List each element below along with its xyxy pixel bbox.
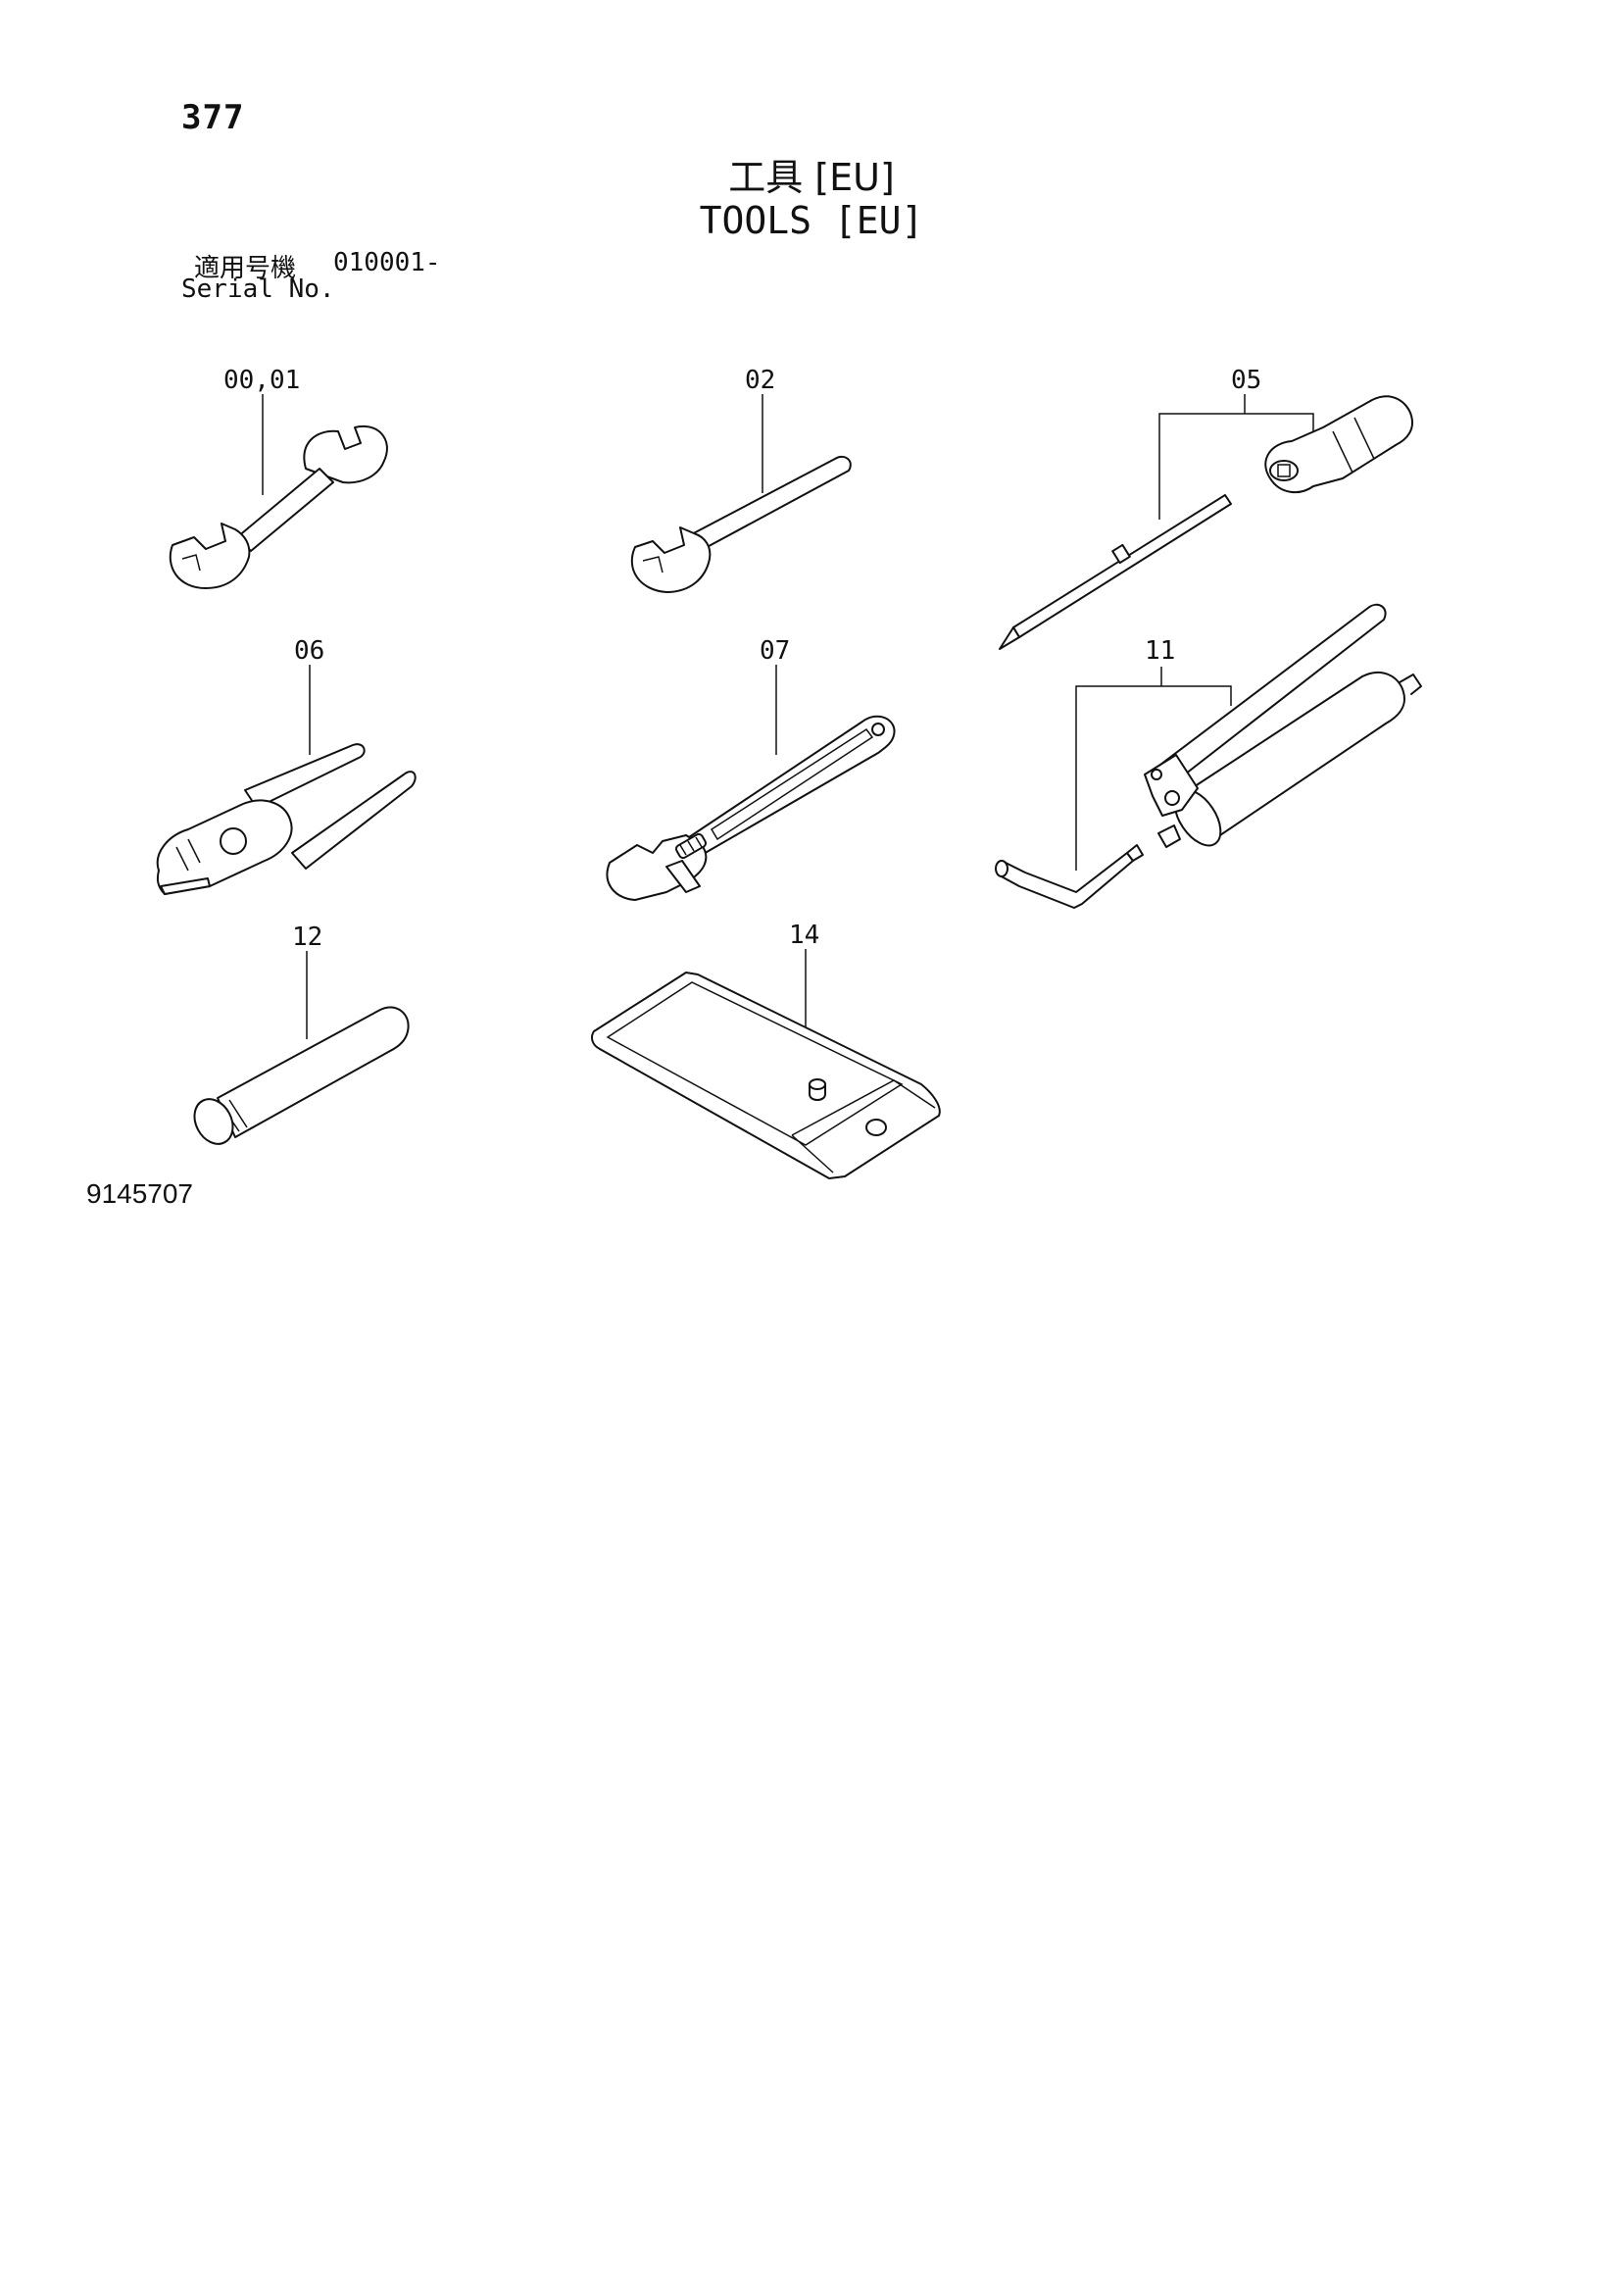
callout-11: 11 (1145, 636, 1175, 666)
part-11-grease-gun: 11 (995, 603, 1422, 909)
callout-05: 05 (1231, 366, 1261, 395)
part-05-screwdriver: 05 (999, 366, 1413, 650)
part-02-single-wrench: 02 (630, 366, 852, 593)
part-14-tool-pouch: 14 (591, 921, 941, 1179)
part-00-01-double-wrench: 00,01 (169, 366, 388, 589)
page-number: 377 (181, 98, 245, 137)
part-07-adjustable-wrench: 07 (606, 636, 896, 901)
callout-02: 02 (745, 366, 775, 395)
serial-value: 010001- (333, 248, 441, 277)
part-06-pliers: 06 (156, 636, 417, 895)
callout-06: 06 (294, 636, 324, 666)
drawing-number: 9145707 (86, 1178, 194, 1209)
serial-label-english: Serial No. (181, 275, 335, 304)
callout-07: 07 (760, 636, 790, 666)
callout-14: 14 (789, 921, 819, 950)
serial-label-japanese: 適用号機 (194, 254, 297, 283)
part-12-grease-cartridge: 12 (193, 923, 410, 1145)
callout-00-01: 00,01 (223, 366, 300, 395)
title-japanese: 工具 [EU] (728, 156, 895, 199)
title-english: TOOLS [EU] (699, 199, 924, 242)
callout-12: 12 (292, 923, 322, 952)
